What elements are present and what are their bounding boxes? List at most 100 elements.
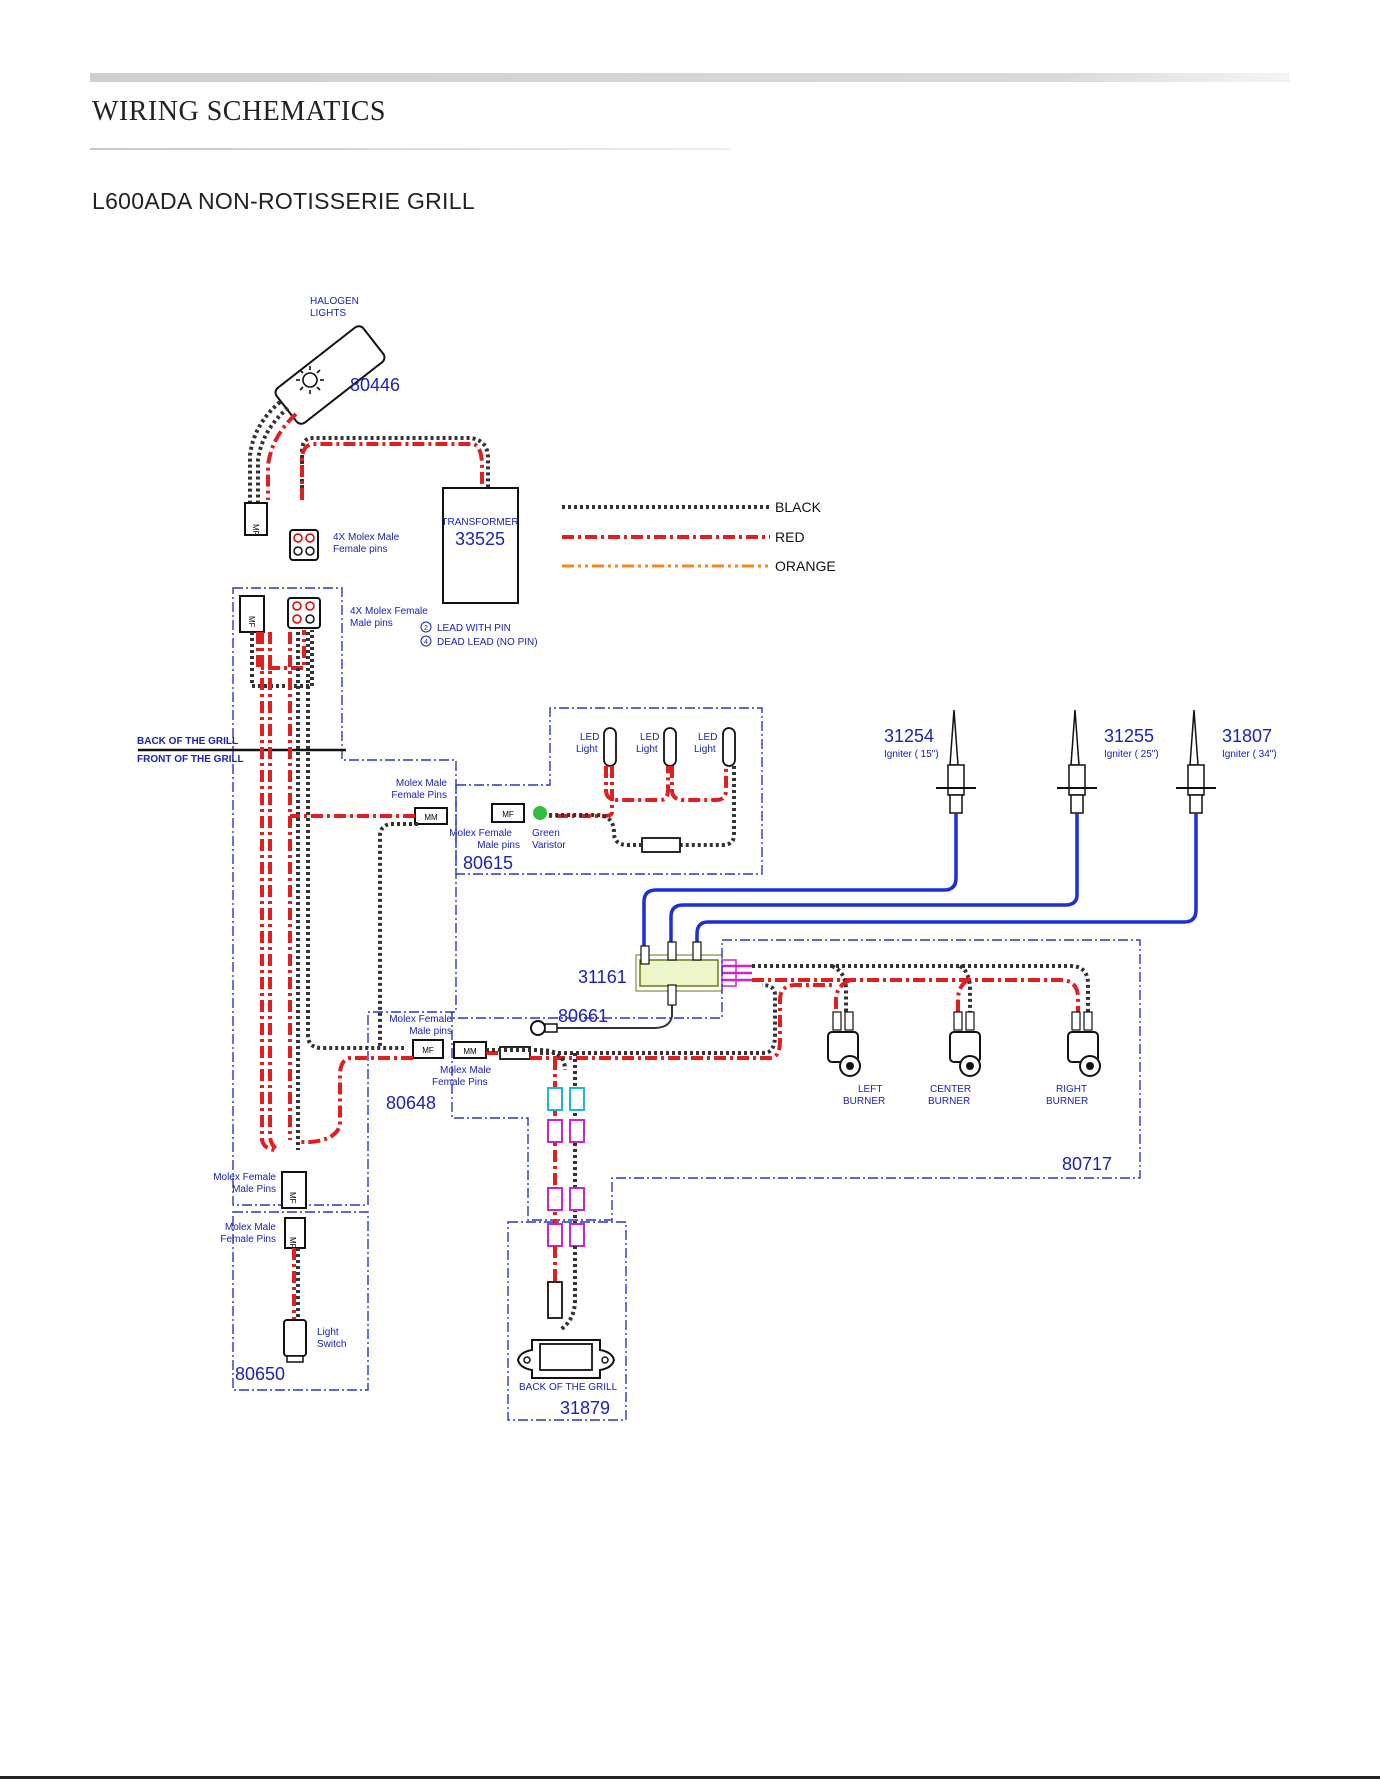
right-burner-line1: RIGHT [1056, 1084, 1087, 1095]
led-light-3-line2: Light [694, 744, 716, 755]
halogen-lead-black-2 [248, 400, 282, 505]
mm-connector-switch-label: MF [288, 1237, 297, 1249]
wire-center-burner-black [958, 964, 972, 1012]
led-light-2-icon [663, 727, 677, 767]
molex-male-female-pins-upper-line2: Female Pins [391, 790, 447, 801]
igniter-2-number: 31255 [1104, 726, 1154, 746]
transformer-label: TRANSFORMER [441, 517, 518, 528]
switch-harness-boundary [232, 1211, 369, 1391]
module-back-of-grill-label: BACK OF THE GRILL [519, 1382, 618, 1393]
light-switch-icon [283, 1319, 307, 1357]
igniter-1-number: 31254 [884, 726, 934, 746]
module-number-31879: 31879 [560, 1398, 610, 1418]
led-light-2-line1: LED [640, 732, 659, 743]
igniter-1-icon [936, 709, 976, 814]
terminal-block-31161 [639, 959, 719, 987]
page-subtitle: L600ADA NON-ROTISSERIE GRILL [92, 188, 475, 214]
igniter-2-label: Igniter ( 25") [1104, 749, 1159, 760]
halogen-lead-black [256, 406, 290, 505]
left-burner-icon [827, 1011, 861, 1077]
led-assembly-boundary [455, 707, 763, 875]
molex-male-switch-line2: Female Pins [220, 1234, 276, 1245]
light-switch-line2: Switch [317, 1339, 346, 1350]
right-burner-icon [1067, 1011, 1101, 1077]
molex-female-4x-connector [287, 597, 321, 629]
switch-harness-number: 80650 [235, 1364, 285, 1384]
terminal-block-pin-4 [667, 984, 677, 1006]
molex-female-male-pins-80648-line2: Male pins [409, 1026, 452, 1037]
wire-burners-red-bus [752, 978, 1080, 1012]
module-boundary [507, 1221, 627, 1421]
dead-lead-number: 4 [424, 639, 428, 646]
module-fuse [547, 1281, 563, 1319]
molex-female-4x-line1: 4X Molex Female [350, 606, 428, 617]
molex-female-80615-line2: Male pins [477, 840, 520, 851]
molex-male-female-pins-80648-line2: Female Pins [432, 1077, 488, 1088]
wire-led-2-3-red [670, 766, 728, 802]
wire-burners-black-bus [752, 964, 1090, 1012]
left-mf-connector-top [239, 595, 265, 633]
molex-male-female-pins-80648-line1: Molex Male [440, 1065, 492, 1076]
molex-female-switch-line1: Molex Female [213, 1172, 276, 1183]
molex-male-4x-connector [289, 529, 319, 561]
center-burner-line2: BURNER [928, 1096, 970, 1107]
wire-left-vertical-red-a [268, 632, 280, 1152]
molex-male-switch-line1: Molex Male [225, 1222, 277, 1233]
wire-top-loop-red [256, 630, 306, 670]
mf-connector-80648-label: MF [422, 1046, 434, 1055]
igniter-3-label: Igniter ( 34") [1222, 749, 1277, 760]
halogen-label-line1: HALOGEN [310, 296, 359, 307]
magenta-connector-block [721, 959, 752, 987]
molex-female-4x-line2: Male pins [350, 618, 393, 629]
led-assembly-number: 80615 [463, 853, 513, 873]
wire-burner-black-main [540, 983, 777, 1055]
led-light-1-icon [603, 727, 617, 767]
harness-number-80648: 80648 [386, 1093, 436, 1113]
halogen-mf-connector [244, 502, 268, 536]
lead-with-pin-number: 2 [424, 625, 428, 632]
wire-ground [552, 1005, 673, 1029]
mm-connector-upper-label: MM [424, 813, 438, 822]
transformer-box [442, 487, 519, 604]
cyan-connector-pair-icon [547, 1087, 585, 1111]
halogen-label-line2: LIGHTS [310, 308, 346, 319]
wire-halogen-transformer-black [300, 436, 490, 488]
burner-harness-number: 80717 [1062, 1154, 1112, 1174]
front-harness-boundary [232, 587, 457, 1206]
light-switch-line1: Light [317, 1327, 339, 1338]
molex-female-80615-line1: Molex Female [449, 828, 512, 839]
center-burner-line1: CENTER [930, 1084, 971, 1095]
halogen-lead-red [266, 412, 298, 500]
molex-female-switch-line2: Male Pins [232, 1184, 276, 1195]
left-mf-connector-top-label: MF [247, 616, 256, 628]
ground-ring-icon [530, 1020, 546, 1036]
page-title: WIRING SCHEMATICS [92, 96, 386, 127]
ground-number-80661: 80661 [558, 1006, 608, 1026]
wire-left-burner-black [831, 964, 848, 1012]
led-fuse [641, 837, 681, 853]
molex-male-4x-line1: 4X Molex Male [333, 532, 400, 543]
back-of-grill-label: BACK OF THE GRILL [137, 736, 238, 747]
halogen-part-number: 80446 [350, 375, 400, 395]
wire-led-1-2-red [604, 766, 670, 802]
led-light-2-line2: Light [636, 744, 658, 755]
burner-harness-boundary [451, 939, 1141, 1221]
light-switch-base [286, 1355, 304, 1363]
wire-80648-black-branch [486, 1048, 567, 1071]
footer-rule [0, 1776, 1380, 1779]
ground-ring-crimp [544, 1023, 558, 1033]
mf-connector-80615 [491, 803, 525, 823]
wire-mm-upper-black [378, 822, 418, 1048]
transformer-number: 33525 [455, 529, 505, 549]
left-burner-line2: BURNER [843, 1096, 885, 1107]
wire-led-to-varistor-red [536, 766, 614, 818]
wire-left-vertical-black [306, 632, 404, 1050]
legend-black-label: BLACK [775, 499, 822, 515]
spark-module-icon [516, 1339, 616, 1379]
legend-red-label: RED [775, 529, 805, 545]
wire-led-return-black [680, 766, 736, 847]
mf-connector-switch-upper-label: MF [288, 1192, 297, 1204]
green-varistor-line1: Green [532, 828, 560, 839]
